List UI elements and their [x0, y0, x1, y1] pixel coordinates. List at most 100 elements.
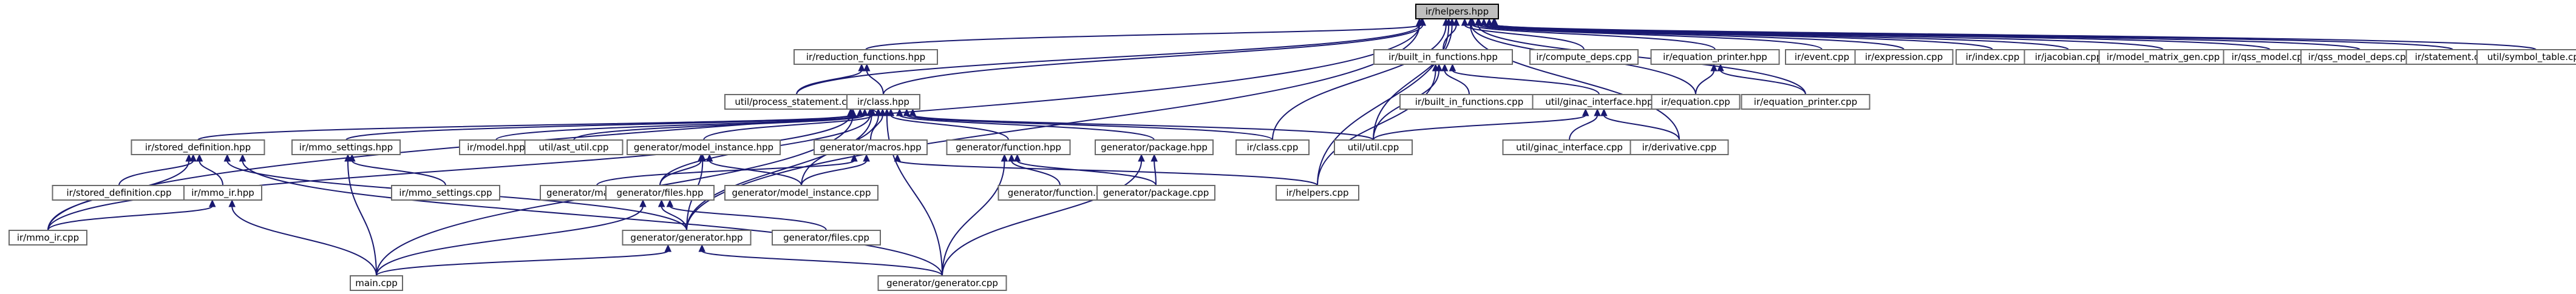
- file-node-class-cpp[interactable]: ir/class.cpp: [1235, 139, 1310, 155]
- file-node-built-in-functions-cpp[interactable]: ir/built_in_functions.cpp: [1399, 94, 1539, 110]
- file-node-reduction-functions-hpp[interactable]: ir/reduction_functions.hpp: [794, 49, 938, 65]
- edge-arrowhead: [1467, 18, 1474, 26]
- file-node-built-in-functions-hpp[interactable]: ir/built_in_functions.hpp: [1373, 49, 1513, 65]
- file-node-mmo-settings-cpp[interactable]: ir/mmo_settings.cpp: [391, 185, 500, 201]
- dependency-edge: [669, 205, 827, 231]
- file-node-model-instance-hpp[interactable]: generator/model_instance.hpp: [627, 139, 781, 155]
- file-node-expression-cpp[interactable]: ir/expression.cpp: [1854, 49, 1954, 65]
- file-node-label: generator/function.hpp: [956, 142, 1061, 153]
- file-node-mmo-settings-hpp[interactable]: ir/mmo_settings.hpp: [291, 139, 401, 155]
- file-node-derivative-cpp[interactable]: ir/derivative.cpp: [1630, 139, 1729, 155]
- file-node-model-hpp[interactable]: ir/model.hpp: [459, 139, 533, 155]
- file-node-function-hpp[interactable]: generator/function.hpp: [946, 139, 1071, 155]
- dependency-edge: [912, 115, 1374, 141]
- file-node-box: [724, 185, 878, 201]
- file-node-files-cpp[interactable]: generator/files.cpp: [772, 230, 881, 246]
- edge-arrowhead: [1486, 18, 1493, 26]
- file-node-label: ir/equation.cpp: [1661, 96, 1730, 107]
- file-node-label: generator/package.cpp: [1103, 187, 1209, 198]
- file-node-box: [1095, 139, 1214, 155]
- file-node-mmo-ir-hpp[interactable]: ir/mmo_ir.hpp: [183, 185, 262, 201]
- dependency-edge: [345, 115, 852, 141]
- file-node-event-cpp[interactable]: ir/event.cpp: [1785, 49, 1859, 65]
- dependency-edge: [495, 115, 861, 141]
- file-node-box: [794, 49, 938, 65]
- file-node-box: [291, 139, 401, 155]
- dependency-edge: [1472, 24, 1716, 50]
- file-node-label: ir/model.hpp: [467, 142, 525, 153]
- edge-arrowhead: [344, 153, 352, 162]
- file-node-helpers-cpp[interactable]: ir/helpers.cpp: [1276, 185, 1359, 201]
- file-node-symbol-table-cpp[interactable]: util/symbol_table.cpp: [2476, 49, 2576, 65]
- dependency-edge: [376, 205, 644, 276]
- file-node-qss-model-deps-cpp[interactable]: ir/qss_model_deps.cpp: [2300, 49, 2419, 65]
- file-node-equation-cpp[interactable]: ir/equation.cpp: [1651, 94, 1741, 110]
- edge-arrowhead: [1441, 63, 1449, 72]
- edge-arrowhead: [1480, 18, 1487, 26]
- edge-arrowhead: [861, 108, 869, 116]
- file-node-box: [1235, 139, 1310, 155]
- dependency-edge: [890, 115, 1009, 141]
- file-node-generator-hpp[interactable]: generator/generator.hpp: [622, 230, 752, 246]
- edge-arrowhead: [239, 153, 246, 162]
- edge-arrowhead: [863, 153, 870, 162]
- file-node-compute-deps-cpp[interactable]: ir/compute_deps.cpp: [1529, 49, 1639, 65]
- file-node-label: ir/equation_printer.cpp: [1754, 96, 1857, 108]
- edge-arrowhead: [894, 153, 901, 162]
- edge-arrowhead: [878, 108, 886, 116]
- dependency-edge: [709, 160, 802, 186]
- edge-arrowhead: [705, 153, 713, 162]
- file-node-label: ir/derivative.cpp: [1642, 142, 1717, 153]
- file-node-label: ir/jacobian.cpp: [2035, 52, 2102, 62]
- file-node-label: ir/equation_printer.hpp: [1663, 52, 1767, 63]
- file-node-helpers-hpp[interactable]: ir/helpers.hpp: [1415, 4, 1499, 19]
- dependency-edge: [661, 205, 687, 231]
- file-node-box: [772, 230, 881, 246]
- file-node-stored-definition-cpp[interactable]: ir/stored_definition.cpp: [52, 185, 186, 201]
- file-node-label: ir/mmo_settings.hpp: [299, 142, 393, 153]
- file-node-model-matrix-gen-cpp[interactable]: ir/model_matrix_gen.cpp: [2098, 49, 2228, 65]
- dependency-edge: [870, 115, 883, 141]
- file-node-box: [627, 139, 781, 155]
- file-node-index-cpp[interactable]: ir/index.cpp: [1956, 49, 2030, 65]
- file-node-label: main.cpp: [355, 278, 398, 289]
- file-node-main-cpp[interactable]: main.cpp: [350, 275, 403, 291]
- file-node-package-cpp[interactable]: generator/package.cpp: [1096, 185, 1215, 201]
- file-node-label: generator/model_instance.cpp: [732, 187, 871, 199]
- edge-arrowhead: [895, 108, 903, 116]
- dependency-edge: [231, 205, 377, 276]
- file-node-class-hpp[interactable]: ir/class.hpp: [846, 94, 920, 110]
- file-node-box: [1650, 49, 1780, 65]
- file-node-macros-hpp[interactable]: generator/macros.hpp: [814, 139, 928, 155]
- file-node-files-hpp[interactable]: generator/files.hpp: [605, 185, 715, 201]
- file-node-util-cpp[interactable]: util/util.cpp: [1334, 139, 1413, 155]
- file-node-jacobian-cpp[interactable]: ir/jacobian.cpp: [2024, 49, 2113, 65]
- file-node-box: [1529, 49, 1639, 65]
- edge-arrowhead: [856, 108, 864, 116]
- file-node-mmo-ir-cpp[interactable]: ir/mmo_ir.cpp: [8, 230, 87, 246]
- file-node-equation-printer-hpp[interactable]: ir/equation_printer.hpp: [1650, 49, 1780, 65]
- file-node-box: [946, 139, 1071, 155]
- file-node-label: generator/model_instance.hpp: [634, 142, 773, 153]
- file-node-model-instance-cpp[interactable]: generator/model_instance.cpp: [724, 185, 878, 201]
- dependency-edge: [1477, 24, 1806, 95]
- file-node-generator-cpp[interactable]: generator/generator.cpp: [877, 275, 1007, 291]
- dependency-edge: [1452, 70, 1600, 95]
- file-node-label: ir/mmo_settings.cpp: [399, 187, 492, 199]
- file-node-equation-printer-cpp[interactable]: ir/equation_printer.cpp: [1741, 94, 1871, 110]
- file-node-stored-definition-hpp[interactable]: ir/stored_definition.hpp: [131, 139, 265, 155]
- edge-arrowhead: [1452, 18, 1460, 26]
- edge-arrowhead: [858, 63, 865, 72]
- dependency-edge: [1373, 115, 1586, 141]
- edge-arrowhead: [666, 199, 674, 207]
- edge-arrowhead: [639, 199, 647, 207]
- file-node-label: ir/class.cpp: [1247, 142, 1299, 153]
- file-node-ginac-interface-hpp[interactable]: util/ginac_interface.hpp: [1532, 94, 1667, 110]
- file-node-ginac-interface-cpp[interactable]: util/ginac_interface.cpp: [1502, 139, 1637, 155]
- file-node-box: [1415, 4, 1499, 19]
- dependency-edge: [199, 160, 223, 186]
- file-node-package-hpp[interactable]: generator/package.hpp: [1095, 139, 1214, 155]
- file-node-process-statement-cpp[interactable]: util/process_statement.cpp: [724, 94, 869, 110]
- file-node-label: generator/generator.cpp: [886, 278, 998, 289]
- file-node-ast-util-cpp[interactable]: util/ast_util.cpp: [524, 139, 624, 155]
